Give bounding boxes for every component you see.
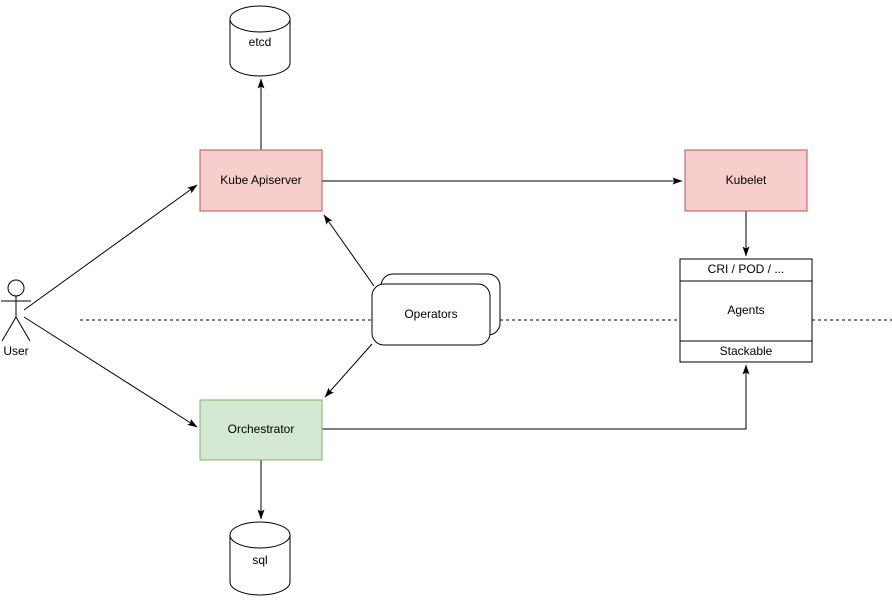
node-agents-stack[interactable]: CRI / POD / ... Agents Stackable [679, 258, 813, 363]
node-sql[interactable]: sql [229, 521, 291, 596]
kube-apiserver-label: Kube Apiserver [220, 173, 301, 187]
agents-stack-box [679, 258, 813, 363]
sql-cylinder-shape [229, 521, 291, 596]
user-label: User [3, 344, 28, 358]
etcd-cylinder-shape [229, 5, 291, 77]
sql-cylinder-top-arc [229, 534, 291, 549]
user-actor-left-leg [1, 316, 17, 342]
edge-user-to-orchestrator [23, 316, 198, 428]
node-kube-apiserver[interactable]: Kube Apiserver [199, 149, 323, 212]
orchestrator-label: Orchestrator [228, 422, 295, 436]
edge-operators-to-apiserver [323, 214, 375, 287]
cri-pod-label: CRI / POD / ... [708, 262, 785, 276]
edge-user-to-apiserver [23, 184, 198, 311]
edge-orchestrator-to-stackable [322, 364, 750, 430]
node-orchestrator[interactable]: Orchestrator [199, 399, 323, 461]
kube-apiserver-box [199, 149, 323, 212]
kubelet-box [684, 149, 808, 212]
node-operators[interactable]: Operators [371, 273, 501, 346]
node-user[interactable]: User [1, 279, 31, 358]
orchestrator-box [199, 399, 323, 461]
agents-label: Agents [727, 303, 764, 317]
node-etcd[interactable]: etcd [229, 5, 291, 77]
edges-layer [23, 78, 750, 520]
user-actor-right-leg [15, 316, 31, 342]
operators-label: Operators [404, 307, 457, 321]
kubelet-label: Kubelet [726, 173, 767, 187]
stackable-label: Stackable [720, 344, 773, 358]
edge-operators-to-orchestrator [324, 343, 373, 398]
user-actor-head [7, 279, 25, 297]
sql-label: sql [252, 553, 267, 567]
operators-front-card [371, 283, 491, 346]
etcd-cylinder-top-arc [229, 18, 291, 33]
etcd-label: etcd [249, 35, 272, 49]
node-kubelet[interactable]: Kubelet [684, 149, 808, 212]
